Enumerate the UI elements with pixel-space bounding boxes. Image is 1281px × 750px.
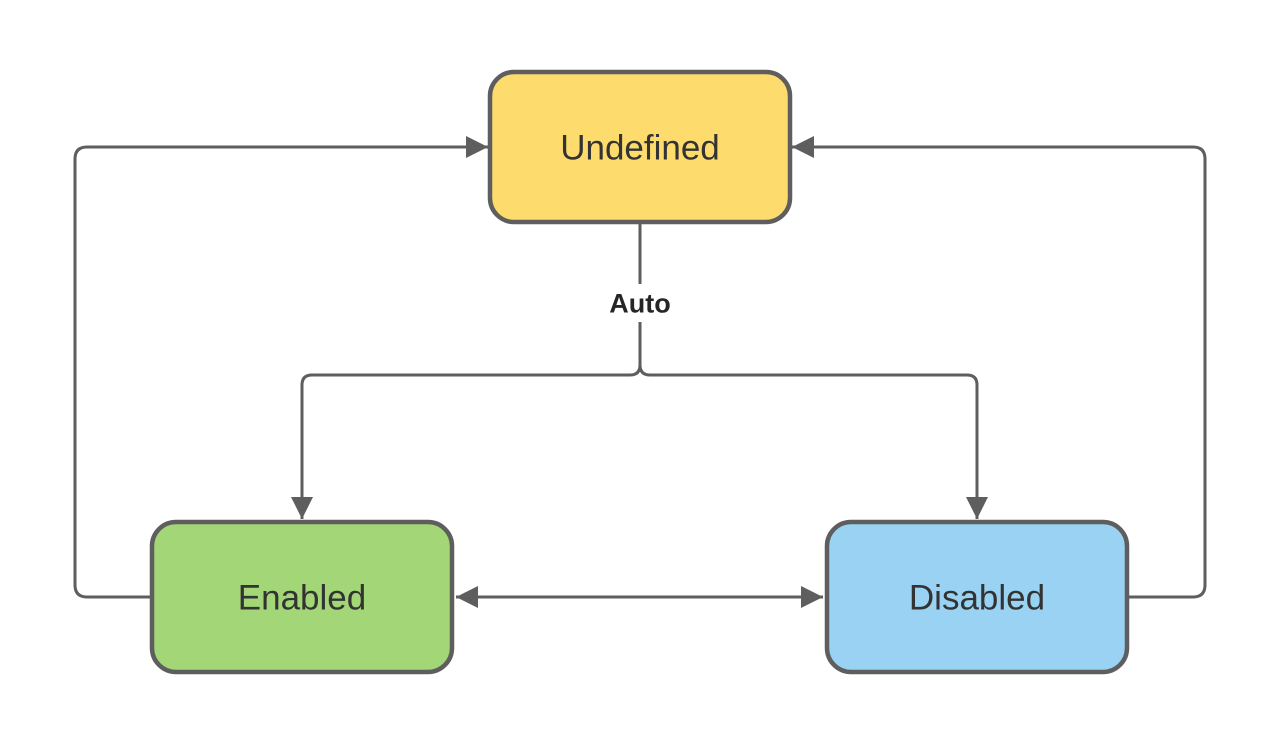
node-disabled-label: Disabled	[909, 578, 1045, 617]
node-undefined-label: Undefined	[560, 128, 720, 167]
node-enabled[interactable]: Enabled	[149, 519, 455, 675]
node-undefined[interactable]: Undefined	[487, 69, 793, 225]
node-undefined-shape[interactable]	[487, 69, 793, 225]
edge-undefined-to-disabled[interactable]	[638, 224, 988, 519]
node-disabled-shape[interactable]	[824, 519, 1130, 675]
edge-label-background	[600, 284, 680, 322]
edge-enabled-to-undefined[interactable]	[73, 136, 488, 599]
edge-undefined-to-enabled[interactable]	[291, 224, 642, 519]
edge-label-auto[interactable]: Auto	[600, 284, 680, 322]
edge-disabled-to-undefined[interactable]	[792, 136, 1207, 599]
edge-label-auto-text: Auto	[609, 288, 670, 318]
node-enabled-shape[interactable]	[149, 519, 455, 675]
node-enabled-label: Enabled	[238, 578, 366, 617]
node-disabled[interactable]: Disabled	[824, 519, 1130, 675]
